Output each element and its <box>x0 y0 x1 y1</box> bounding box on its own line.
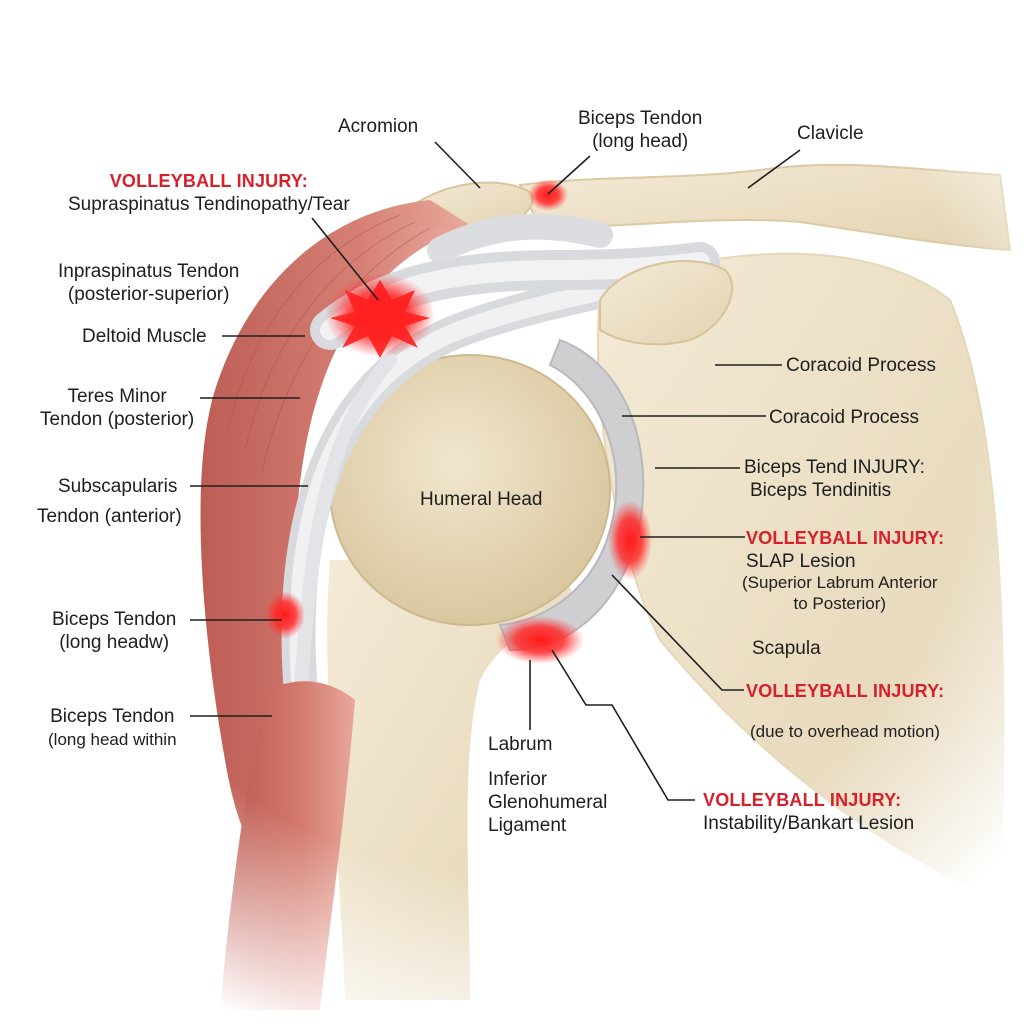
label-bankart-injury: VOLLEYBALL INJURY: Instability/Bankart L… <box>703 789 914 835</box>
label-biceps-tendon-top: Biceps Tendon (long head) <box>578 107 702 153</box>
injury-tag-slap: VOLLEYBALL INJURY: <box>746 528 945 548</box>
label-igl-line2: Glenohumeral <box>488 792 608 813</box>
label-deltoid: Deltoid Muscle <box>82 325 207 348</box>
label-biceps-tendon-top-line1: Biceps Tendon <box>578 108 703 129</box>
label-subscapularis-line1: Subscapularis <box>58 476 178 497</box>
label-igl-line3: Ligament <box>488 815 567 836</box>
label-clavicle: Clavicle <box>797 122 864 145</box>
label-teres-minor: Teres Minor Tendon (posterior) <box>40 385 194 431</box>
label-supraspinatus-text: Supraspinatus Tendinopathy/Tear <box>68 194 350 215</box>
label-coracoid-1-text: Coracoid Process <box>786 355 936 376</box>
label-biceps-tendon-low: Biceps Tendon (long head within <box>48 705 177 751</box>
label-subscapularis: Subscapularis <box>58 475 177 498</box>
label-slap-detail: (Superior Labrum Anterior to Posterior) <box>742 572 938 614</box>
label-biceps-tendon-low-line2: (long head within <box>48 730 177 749</box>
label-overhead-text: (due to overhead motion) <box>750 722 940 741</box>
label-biceps-tend-injury: Biceps Tend INJURY: Biceps Tendinitis <box>744 456 925 502</box>
label-teres-minor-line2: Tendon (posterior) <box>40 409 195 430</box>
label-biceps-tend-injury-line1: Biceps Tend INJURY: <box>744 457 925 478</box>
label-igl: Inferior Glenohumeral Ligament <box>488 768 607 837</box>
injury-tag-overhead: VOLLEYBALL INJURY: <box>746 681 945 701</box>
label-subscapularis-line2: Tendon (anterior) <box>37 506 182 527</box>
leader-lines <box>190 141 801 801</box>
label-slap-line1: SLAP Lesion <box>746 551 856 572</box>
label-humeral-head: Humeral Head <box>420 488 543 511</box>
label-infraspinatus: Inpraspinatus Tendon (posterior-superior… <box>58 260 239 306</box>
label-coracoid-2: Coracoid Process <box>769 406 919 429</box>
label-supraspinatus-injury: VOLLEYBALL INJURY: Supraspinatus Tendino… <box>68 170 350 216</box>
label-subscapularis-2: Tendon (anterior) <box>37 505 182 528</box>
label-biceps-tendon-mid-line2: (long headw) <box>59 632 170 653</box>
injury-tag-bankart: VOLLEYBALL INJURY: <box>703 790 902 810</box>
label-infraspinatus-line1: Inpraspinatus Tendon <box>58 261 240 282</box>
label-coracoid-1: Coracoid Process <box>786 354 936 377</box>
label-biceps-tendon-low-line1: Biceps Tendon <box>50 706 175 727</box>
label-overhead-injury: VOLLEYBALL INJURY: <box>746 680 944 703</box>
label-acromion-text: Acromion <box>338 116 419 137</box>
label-slap-injury: VOLLEYBALL INJURY: SLAP Lesion <box>746 527 944 573</box>
label-deltoid-text: Deltoid Muscle <box>82 326 207 347</box>
label-clavicle-text: Clavicle <box>797 123 864 144</box>
label-slap-line2: (Superior Labrum Anterior <box>742 573 938 592</box>
label-humeral-head-text: Humeral Head <box>420 489 543 510</box>
label-labrum: Labrum <box>488 733 552 756</box>
label-coracoid-2-text: Coracoid Process <box>769 407 919 428</box>
label-bankart-text: Instability/Bankart Lesion <box>703 813 915 834</box>
label-infraspinatus-line2: (posterior-superior) <box>67 284 230 305</box>
label-biceps-tendon-mid: Biceps Tendon (long headw) <box>52 608 176 654</box>
label-slap-line3: to Posterior) <box>793 594 887 613</box>
label-acromion: Acromion <box>338 115 418 138</box>
label-biceps-tendon-top-line2: (long head) <box>592 131 689 152</box>
label-scapula-text: Scapula <box>752 638 821 659</box>
label-overhead-detail: (due to overhead motion) <box>750 720 940 743</box>
label-biceps-tend-injury-line2: Biceps Tendinitis <box>750 480 892 501</box>
label-scapula: Scapula <box>752 637 821 660</box>
label-teres-minor-line1: Teres Minor <box>67 386 167 407</box>
label-biceps-tendon-mid-line1: Biceps Tendon <box>52 609 177 630</box>
label-labrum-text: Labrum <box>488 734 553 755</box>
label-igl-line1: Inferior <box>488 769 548 790</box>
injury-tag-supraspinatus: VOLLEYBALL INJURY: <box>109 171 308 191</box>
